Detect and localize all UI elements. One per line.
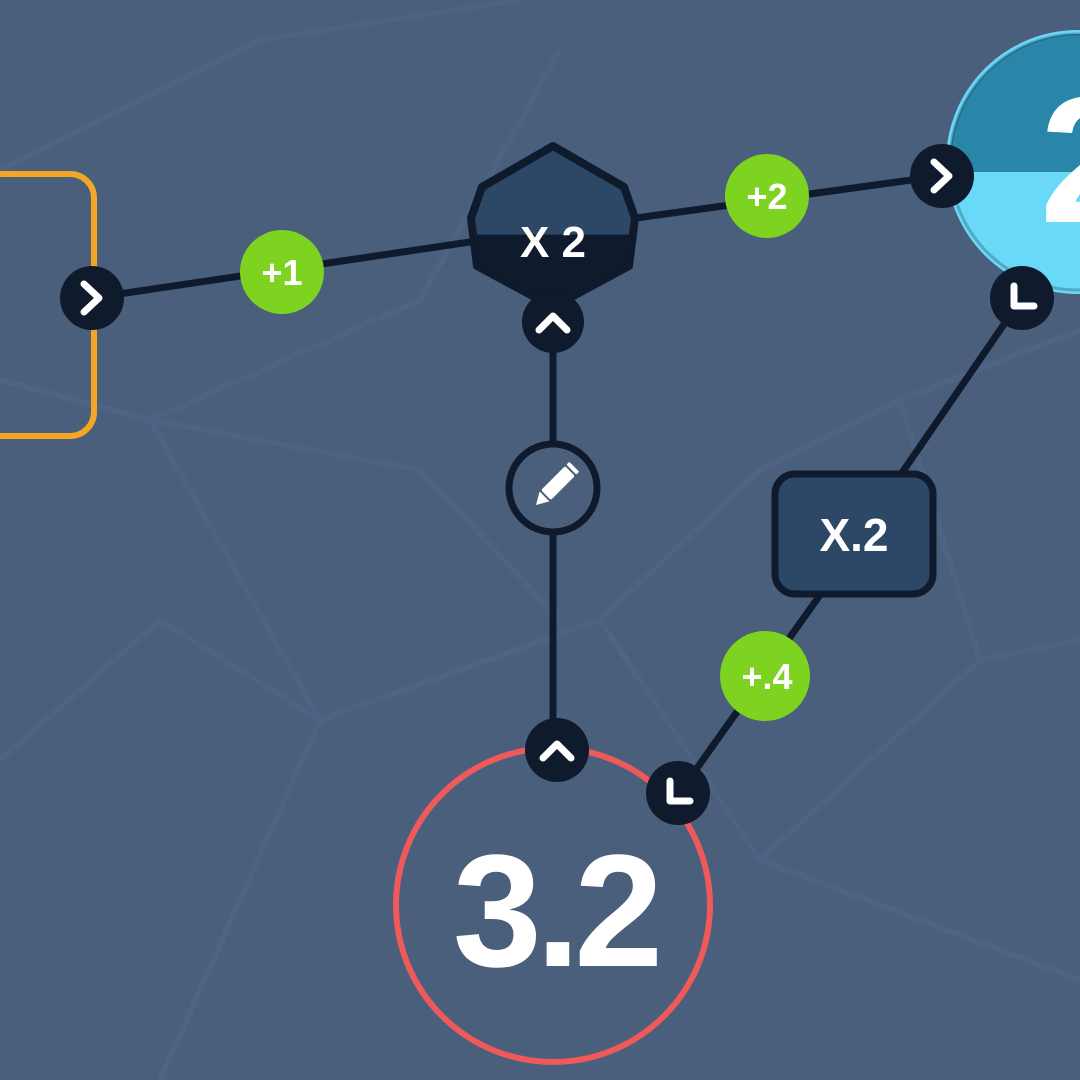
result-input-socket-side[interactable] (646, 761, 710, 825)
pencil-icon (536, 462, 579, 505)
chevron-up-icon (535, 312, 571, 334)
result-input-socket-top[interactable] (525, 718, 589, 782)
divider-label: X.2 (819, 509, 888, 561)
chevron-up-icon (539, 740, 575, 762)
svg-text:+1: +1 (261, 252, 302, 293)
badge-plus-point-four[interactable]: +.4 (720, 631, 810, 721)
chevron-right-icon (80, 280, 103, 316)
multiplier-output-socket[interactable] (522, 291, 584, 353)
result-value: 3.2 (453, 821, 657, 1000)
wire-goal-to-divider (891, 294, 1026, 487)
goal-output-socket[interactable] (990, 266, 1054, 330)
svg-text:+.4: +.4 (741, 656, 792, 697)
badge-plus-one[interactable]: +1 (240, 230, 324, 314)
source-output-socket[interactable] (60, 266, 124, 330)
divider-node[interactable]: X.2 (771, 470, 937, 598)
chevron-right-icon (930, 158, 953, 194)
result-node: 3.2 (393, 745, 713, 1065)
corner-icon (1010, 282, 1038, 310)
multiplier-label: X 2 (520, 218, 586, 267)
svg-text:+2: +2 (746, 176, 787, 217)
badge-plus-two[interactable]: +2 (725, 154, 809, 238)
goal-value: 2 (1040, 60, 1080, 261)
goal-input-socket[interactable] (910, 144, 974, 208)
corner-icon (666, 777, 694, 805)
edit-control[interactable] (505, 440, 601, 536)
